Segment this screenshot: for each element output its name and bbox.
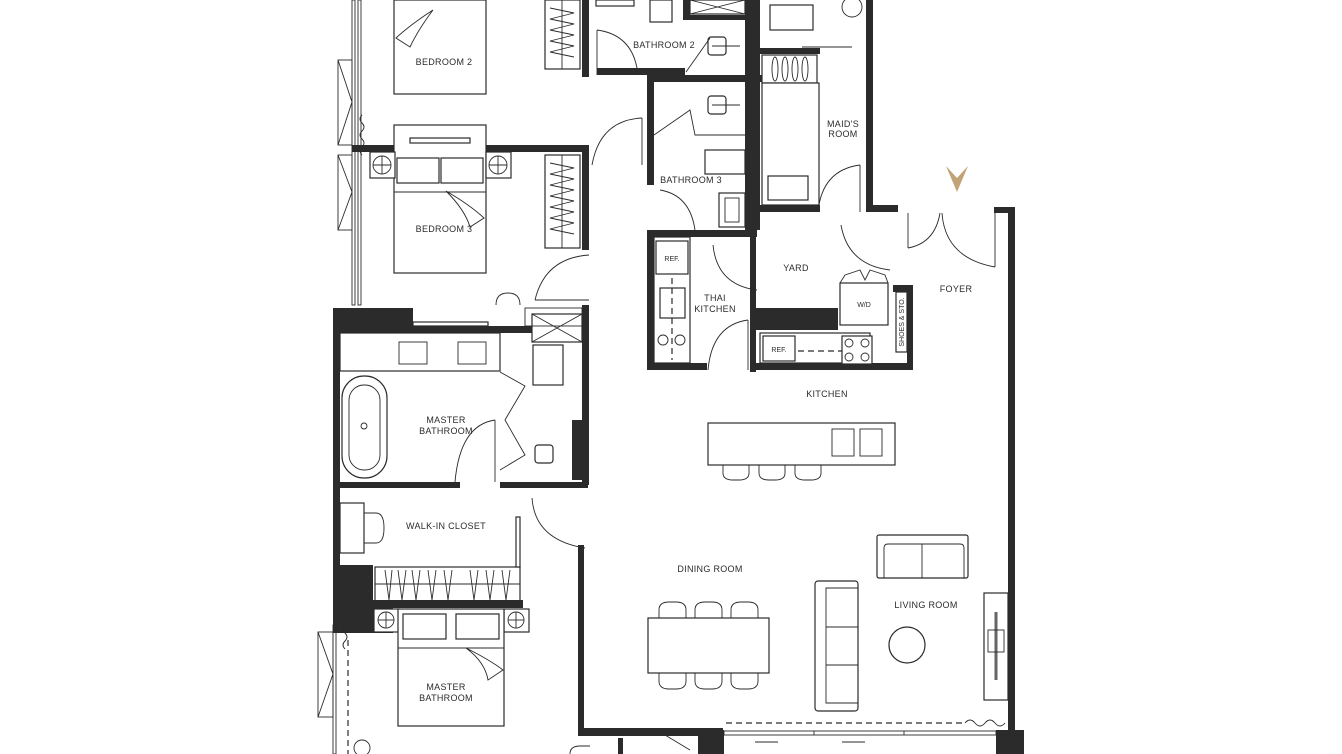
shoes-storage: SHOES & STO. — [895, 291, 908, 353]
washer-dryer-label: W/D — [857, 302, 871, 309]
bathroom-3: BATHROOM 3 — [653, 95, 746, 228]
left-windows — [317, 59, 365, 754]
master-bed-label-2: BATHROOM — [419, 693, 473, 703]
dining-room-label: DINING ROOM — [677, 564, 742, 574]
living-room-label: LIVING ROOM — [894, 600, 957, 610]
kitchen: REF. KITCHEN — [707, 332, 896, 481]
bedroom-3-label: BEDROOM 3 — [416, 224, 473, 234]
maids-room-label-2: ROOM — [828, 129, 857, 139]
thai-ref-label: REF. — [664, 256, 679, 263]
walk-in-closet-label: WALK-IN CLOSET — [406, 521, 486, 531]
master-bedroom: MASTER BATHROOM — [353, 608, 530, 754]
yard: W/D YARD — [783, 263, 889, 326]
maids-room-label-1: MAID'S — [827, 119, 859, 129]
bedroom-2-label: BEDROOM 2 — [416, 57, 473, 67]
exterior-walls — [333, 0, 1024, 754]
foyer-label: FOYER — [940, 284, 973, 294]
living-room: LIVING ROOM — [814, 534, 1009, 712]
dining-room: DINING ROOM — [647, 564, 770, 690]
thai-kitchen-label-1: THAI — [704, 293, 726, 303]
maids-room: MAID'S ROOM — [761, 0, 863, 206]
walk-in-closet: WALK-IN CLOSET — [339, 502, 523, 608]
doors — [454, 29, 996, 549]
kitchen-ref-label: REF. — [771, 347, 786, 354]
thai-kitchen: REF. THAI KITCHEN — [653, 236, 736, 364]
master-bath-label-1: MASTER — [426, 415, 466, 425]
bathroom-2-label: BATHROOM 2 — [633, 40, 695, 50]
foyer: FOYER — [940, 166, 973, 294]
bedroom-2: BEDROOM 2 — [393, 0, 581, 95]
shoes-storage-label: SHOES & STO. — [899, 297, 906, 346]
bathroom-2: BATHROOM 2 — [595, 0, 746, 73]
yard-label: YARD — [783, 263, 809, 273]
misc-fixtures — [412, 292, 583, 327]
master-bathroom: MASTER BATHROOM — [339, 313, 583, 480]
master-bath-label-2: BATHROOM — [419, 426, 473, 436]
master-bed-label-1: MASTER — [426, 682, 466, 692]
bathroom-3-label: BATHROOM 3 — [660, 175, 722, 185]
bedroom-3: BEDROOM 3 — [369, 124, 581, 274]
entrance-arrow-icon — [946, 166, 968, 192]
bottom-windows — [569, 719, 1006, 754]
kitchen-label: KITCHEN — [806, 389, 848, 399]
thai-kitchen-label-2: KITCHEN — [694, 304, 736, 314]
